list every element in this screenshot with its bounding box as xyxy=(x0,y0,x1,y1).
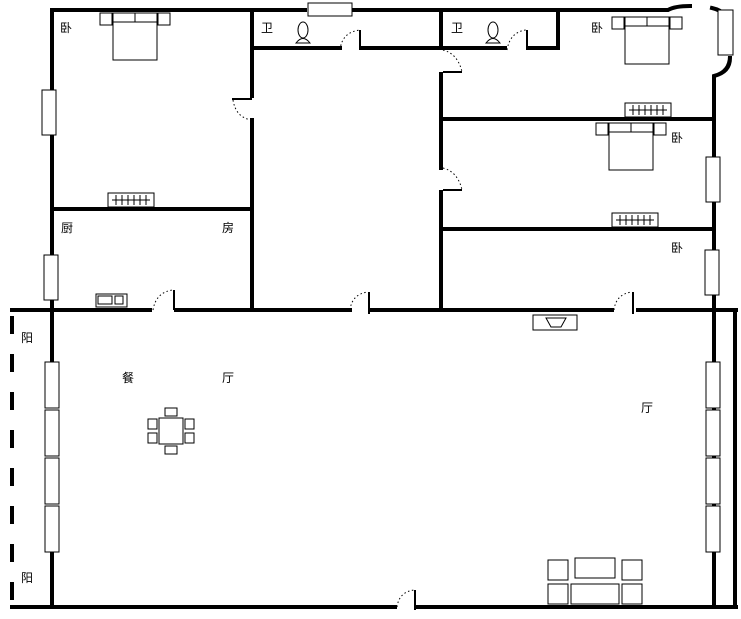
room-label-bedroom: 卧 xyxy=(671,131,683,145)
dining-table-icon xyxy=(147,407,195,455)
room-label-kitchen: 房 xyxy=(222,220,234,235)
room-label-bathroom: 卫 xyxy=(261,21,273,35)
room-label-living: 厅 xyxy=(641,401,653,415)
wardrobe-icon xyxy=(624,102,672,118)
stove-icon xyxy=(95,293,128,308)
room-label-dining: 餐 xyxy=(122,370,134,385)
room-label-kitchen: 厨 xyxy=(61,221,73,235)
room-label-bedroom: 卧 xyxy=(671,241,683,255)
furniture xyxy=(95,12,683,605)
bed-icon xyxy=(595,122,667,171)
toilet-icon xyxy=(294,21,312,44)
tv-cabinet-icon xyxy=(532,314,578,331)
room-label-bedroom: 卧 xyxy=(60,21,72,35)
bed-icon xyxy=(611,16,683,65)
room-label-dining: 厅 xyxy=(222,371,234,385)
walls xyxy=(10,3,738,609)
room-label-bedroom: 卧 xyxy=(591,21,603,35)
bed-icon xyxy=(99,12,171,61)
toilet-icon xyxy=(484,21,502,44)
doors xyxy=(152,29,634,610)
room-label-balcony: 阳 xyxy=(21,331,33,345)
room-label-bathroom: 卫 xyxy=(451,21,463,35)
wardrobe-icon xyxy=(107,192,155,208)
sofa-set-icon xyxy=(547,557,643,605)
windows xyxy=(41,2,734,553)
room-labels: 卧 卫 卫 卧 卧 卧 厨 房 餐 厅 厅 阳 阳 xyxy=(21,21,683,585)
room-label-balcony: 阳 xyxy=(21,571,33,585)
wardrobe-icon xyxy=(611,212,659,228)
